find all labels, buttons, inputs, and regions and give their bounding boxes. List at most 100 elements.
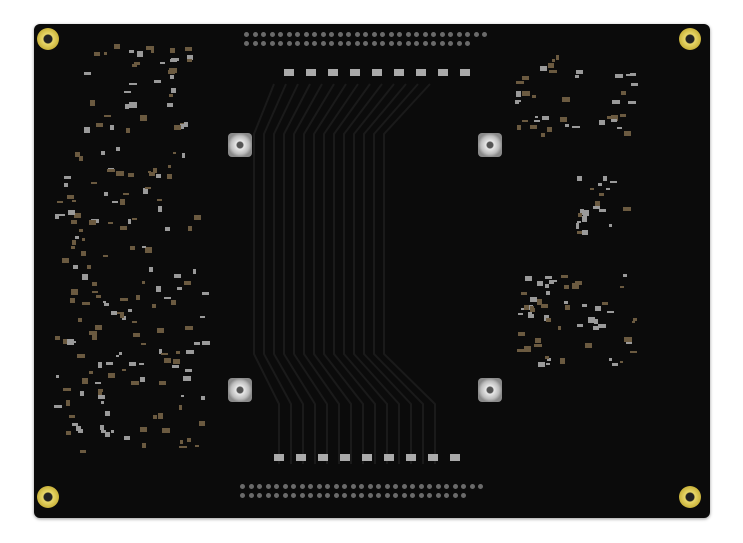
smd-component [549, 279, 554, 284]
header-pin [410, 493, 415, 498]
smd-component [169, 47, 175, 54]
smd-component [110, 429, 115, 433]
smd-component [167, 70, 176, 75]
smd-component [527, 313, 534, 318]
smd-component [181, 152, 186, 158]
smd-component [79, 229, 83, 233]
pcb-trace [313, 83, 352, 464]
pin-header-top [244, 32, 494, 48]
smd-component [623, 336, 632, 342]
smd-component [102, 254, 109, 257]
smd-component [169, 58, 177, 63]
smd-component [77, 353, 86, 359]
pcb-trace [283, 83, 316, 464]
smd-component [98, 391, 103, 396]
smd-component [94, 52, 100, 57]
header-pin [308, 484, 313, 489]
smd-component [579, 209, 584, 215]
smd-component [89, 220, 96, 225]
smd-component [558, 325, 562, 330]
resistor-network [438, 69, 448, 76]
header-pin [291, 493, 296, 498]
pcb-trace [293, 83, 328, 464]
smd-component [517, 312, 523, 315]
smd-component [71, 199, 77, 203]
header-pin [278, 41, 283, 46]
smd-component [171, 299, 177, 305]
header-pin [401, 493, 407, 498]
smd-component [549, 70, 558, 74]
smd-component [56, 200, 63, 203]
resistor-network [328, 69, 338, 76]
smd-component [527, 311, 532, 315]
smd-component [159, 381, 167, 386]
smd-component [146, 45, 154, 51]
smd-component [103, 191, 108, 196]
header-pin [325, 493, 330, 498]
resistor-network [306, 69, 316, 76]
smd-component [516, 124, 522, 130]
smd-component [615, 74, 623, 79]
header-pin [405, 41, 411, 46]
smd-component [524, 305, 530, 310]
header-pin [393, 484, 398, 489]
header-pin [325, 484, 330, 489]
smd-component [172, 365, 179, 368]
header-pin [274, 493, 279, 498]
header-pin [359, 484, 364, 489]
smd-component [518, 331, 526, 337]
header-pin [303, 41, 309, 46]
header-pin [363, 32, 368, 37]
header-pin [448, 41, 453, 46]
smd-component [608, 224, 613, 227]
header-pin [248, 484, 254, 489]
smd-component [167, 164, 172, 169]
header-pin [346, 32, 351, 37]
smd-component [576, 220, 582, 223]
smd-component [77, 317, 82, 323]
smd-component [140, 342, 146, 346]
smd-component [174, 125, 182, 130]
smd-component [104, 114, 112, 118]
header-pin [333, 484, 339, 489]
smd-component [103, 51, 108, 56]
smd-component [61, 258, 70, 264]
smd-component [92, 334, 97, 340]
header-pin [388, 32, 394, 37]
smd-component [135, 295, 141, 300]
smd-component [530, 125, 538, 130]
smd-component [176, 286, 182, 290]
smd-component [562, 97, 571, 103]
smd-component [545, 317, 551, 322]
smd-component [172, 151, 177, 154]
header-pin [282, 493, 288, 498]
smd-component [537, 280, 543, 286]
smd-component [152, 167, 158, 173]
smd-component [95, 325, 103, 331]
smd-component [55, 375, 60, 378]
smd-component [124, 436, 130, 440]
smd-component [582, 210, 589, 217]
smd-component [115, 355, 120, 358]
smd-component [178, 405, 182, 410]
standoff [228, 133, 252, 157]
smd-component [515, 100, 519, 105]
smd-component [520, 307, 526, 310]
smd-component [68, 209, 75, 216]
smd-component [592, 325, 599, 331]
smd-component [92, 290, 99, 294]
header-pin [291, 484, 296, 489]
smd-component [69, 414, 75, 418]
smd-component [90, 181, 98, 184]
smd-component [139, 114, 147, 121]
header-pin [371, 41, 377, 46]
header-pin [393, 493, 398, 498]
smd-component [95, 123, 104, 127]
smd-component [180, 394, 185, 398]
smd-component [184, 122, 188, 128]
header-pin [456, 41, 462, 46]
smd-component [598, 324, 606, 328]
resistor-network [394, 69, 404, 76]
header-pin [282, 484, 288, 489]
smd-component [84, 72, 92, 75]
